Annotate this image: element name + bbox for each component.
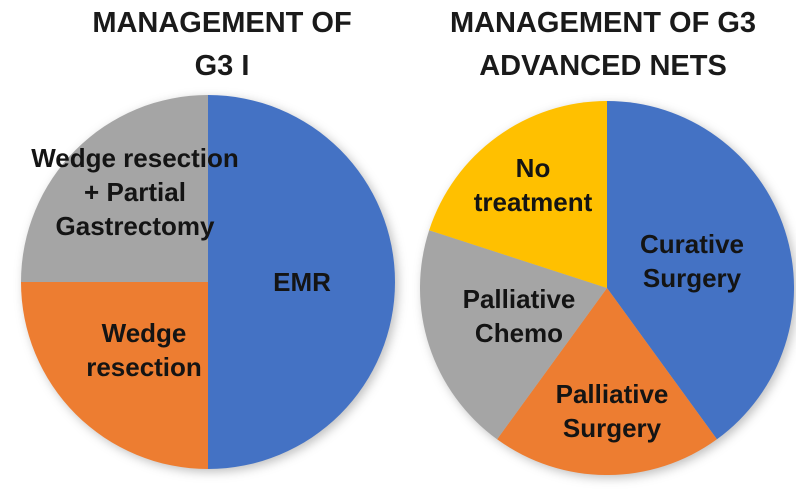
left-pie-chart: EMR Wedge resection Wedge resection + Part…	[21, 95, 395, 469]
left-pie-svg	[21, 95, 395, 469]
slice-label-emr: EMR	[273, 267, 331, 297]
left-pie-labels: EMR Wedge resection Wedge resection + Part…	[21, 95, 395, 469]
pie-slice-palliative-surgery	[497, 288, 717, 475]
slice-label-curative-surgery: Curative Surgery	[639, 229, 745, 293]
slice-label-no-treatment: No treatment	[473, 153, 593, 217]
pie-slice-no-treatment	[429, 101, 607, 288]
slice-label-wedge-resection: Wedge resection	[86, 318, 202, 382]
slice-label-palliative-surgery: Palliative Surgery	[555, 379, 669, 443]
pie-slice-wedge-resection-partial-gastrectomy	[21, 95, 208, 282]
left-pie-title: MANAGEMENT OF G3 I	[92, 7, 352, 82]
pie-slice-wedge-resection	[21, 282, 208, 469]
slice-label-wedge-resection-partial-gastrectomy: Wedge resection + Partial Gastrectomy	[31, 143, 239, 241]
pie-slice-emr	[208, 95, 395, 469]
right-pie-svg	[420, 101, 794, 475]
right-pie-title: MANAGEMENT OF G3 ADVANCED NETS	[449, 7, 757, 82]
slice-label-palliative-chemo: Palliative Chemo	[462, 284, 576, 348]
pie-slice-palliative-chemo	[420, 230, 607, 440]
pie-slice-curative-surgery	[607, 101, 794, 440]
